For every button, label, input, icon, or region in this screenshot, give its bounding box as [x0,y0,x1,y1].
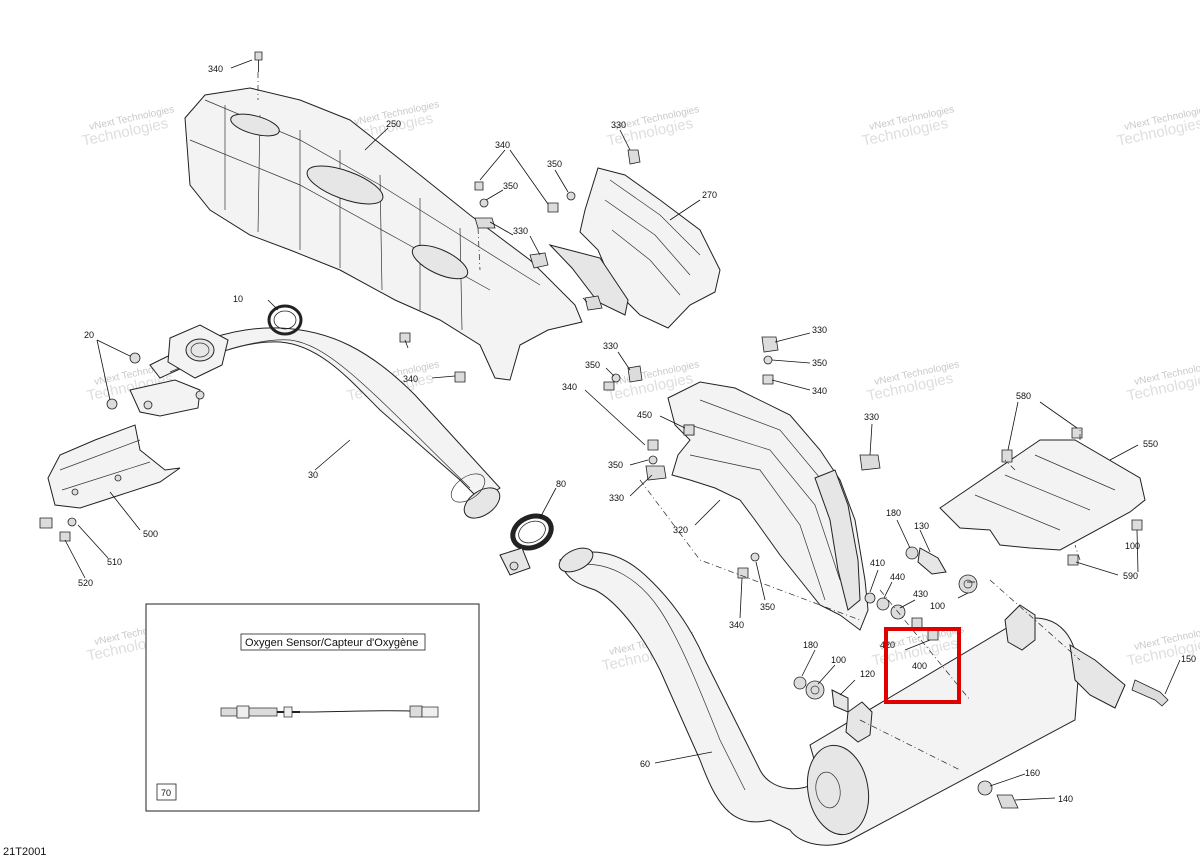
callout-250[interactable]: 250 [386,119,401,129]
callout-340[interactable]: 340 [403,374,418,384]
callout-340[interactable]: 340 [208,64,223,74]
callout-100[interactable]: 100 [1125,541,1140,551]
callout-labels: 340 250 340 350 350 330 270 330 10 20 34… [78,64,1196,804]
callout-140[interactable]: 140 [1058,794,1073,804]
callout-450[interactable]: 450 [637,410,652,420]
callout-10[interactable]: 10 [233,294,243,304]
callout-350[interactable]: 350 [503,181,518,191]
callout-180[interactable]: 180 [803,640,818,650]
heat-shield-500 [47,424,181,509]
callout-320[interactable]: 320 [673,525,688,535]
inset-title-box [240,633,426,651]
callout-180[interactable]: 180 [886,508,901,518]
callout-340[interactable]: 340 [562,382,577,392]
callout-20[interactable]: 20 [84,330,94,340]
callout-580[interactable]: 580 [1016,391,1031,401]
callout-60[interactable]: 60 [640,759,650,769]
oxygen-sensor-inset: Oxygen Sensor/Capteur d'Oxygène 70 [145,603,480,812]
inset-ref-number[interactable]: 70 [161,788,171,798]
callout-330[interactable]: 330 [603,341,618,351]
exhaust-flange [129,324,229,417]
callout-100[interactable]: 100 [930,601,945,611]
callout-340[interactable]: 340 [495,140,510,150]
hardware-items [39,51,1169,809]
callout-130[interactable]: 130 [914,521,929,531]
inset-ref-box [156,783,177,801]
callout-150[interactable]: 150 [1181,654,1196,664]
callout-350[interactable]: 350 [812,358,827,368]
inset-title: Oxygen Sensor/Capteur d'Oxygène [245,637,418,649]
diagram-code: 21T2001 [3,846,46,858]
callout-270[interactable]: 270 [702,190,717,200]
callout-330[interactable]: 330 [513,226,528,236]
callout-350[interactable]: 350 [760,602,775,612]
callout-400[interactable]: 400 [912,661,927,671]
heat-shield-250 [184,87,583,381]
oxygen-sensor-70[interactable] [220,705,439,719]
callout-410[interactable]: 410 [870,558,885,568]
leader-lines [64,59,1181,801]
callout-520[interactable]: 520 [78,578,93,588]
callout-100[interactable]: 100 [831,655,846,665]
clamp-80 [499,513,554,576]
callout-160[interactable]: 160 [1025,768,1040,778]
callout-80[interactable]: 80 [556,479,566,489]
callout-330[interactable]: 330 [864,412,879,422]
callout-120[interactable]: 120 [860,669,875,679]
muffler-60 [558,547,1126,846]
callout-350[interactable]: 350 [547,159,562,169]
highlight-box-400[interactable] [884,627,961,704]
callout-340[interactable]: 340 [812,386,827,396]
callout-440[interactable]: 440 [890,572,905,582]
callout-340[interactable]: 340 [729,620,744,630]
assembly-lines [257,72,1081,771]
callout-30[interactable]: 30 [308,470,318,480]
callout-500[interactable]: 500 [143,529,158,539]
callout-590[interactable]: 590 [1123,571,1138,581]
callout-350[interactable]: 350 [608,460,623,470]
callout-330[interactable]: 330 [609,493,624,503]
callout-550[interactable]: 550 [1143,439,1158,449]
callout-430[interactable]: 430 [913,589,928,599]
heat-shield-550 [939,439,1146,551]
callout-350[interactable]: 350 [585,360,600,370]
heat-shield-320 [667,381,869,631]
callout-330[interactable]: 330 [611,120,626,130]
bracket-plate [548,244,629,316]
callout-330[interactable]: 330 [812,325,827,335]
callout-510[interactable]: 510 [107,557,122,567]
gasket-10 [267,304,303,336]
